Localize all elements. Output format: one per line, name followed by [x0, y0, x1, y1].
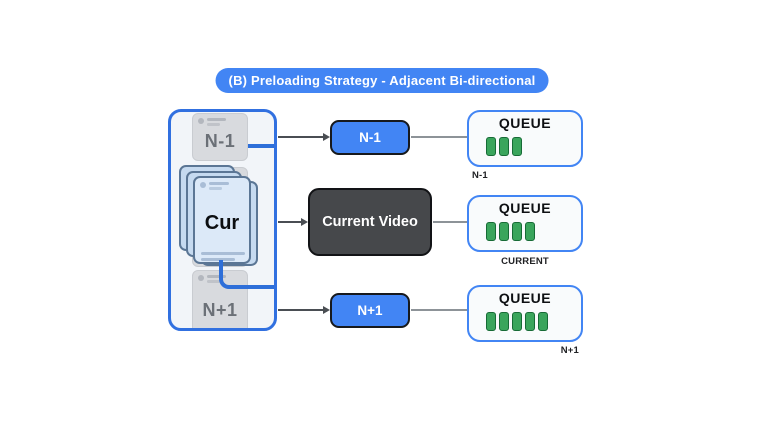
- current-connector-line: [219, 260, 274, 289]
- queue-segment: [486, 222, 496, 241]
- queue-card-current: QUEUE: [467, 195, 583, 252]
- queue-card-prev: QUEUE: [467, 110, 583, 167]
- queue-card-next: QUEUE: [467, 285, 583, 342]
- diagram-title: (B) Preloading Strategy - Adjacent Bi-di…: [215, 68, 549, 93]
- queue-segment: [499, 137, 509, 156]
- queue-segment: [486, 137, 496, 156]
- arrow-to-next-node: [278, 309, 323, 311]
- queue-title: QUEUE: [498, 290, 552, 306]
- placeholder-line: [201, 252, 245, 255]
- prev-video-card: N-1: [192, 113, 248, 161]
- current-video-node: Current Video: [308, 188, 432, 256]
- line-next-to-queue: [411, 309, 467, 311]
- placeholder-line: [207, 118, 226, 121]
- current-card-label: Cur: [204, 212, 240, 234]
- queue-segments: [486, 222, 535, 241]
- arrow-to-prev-node: [278, 136, 323, 138]
- placeholder-line: [209, 182, 229, 185]
- queue-segment: [525, 222, 535, 241]
- placeholder-line: [209, 187, 222, 190]
- queue-caption-next: N+1: [560, 345, 579, 356]
- queue-segments: [486, 137, 522, 156]
- next-card-label: N+1: [202, 300, 238, 320]
- queue-segment: [512, 312, 522, 331]
- arrowhead-icon: [323, 305, 330, 314]
- arrow-to-current-node: [278, 221, 301, 223]
- line-current-to-queue: [433, 221, 467, 223]
- queue-segment: [499, 312, 509, 331]
- queue-title: QUEUE: [498, 200, 552, 216]
- placeholder-line: [207, 280, 220, 283]
- queue-caption-current: CURRENT: [501, 256, 549, 267]
- placeholder-line: [207, 123, 220, 126]
- queue-segment: [525, 312, 535, 331]
- prev-card-label: N-1: [204, 131, 236, 151]
- next-node: N+1: [330, 293, 410, 328]
- queue-segment: [499, 222, 509, 241]
- queue-title: QUEUE: [498, 115, 552, 131]
- current-video-card: Cur: [193, 176, 251, 264]
- queue-segment: [538, 312, 548, 331]
- arrowhead-icon: [323, 132, 330, 141]
- video-feed-panel: N-1 N+1 Cur: [168, 109, 277, 331]
- placeholder-line: [201, 258, 235, 261]
- line-prev-to-queue: [411, 136, 467, 138]
- avatar-icon: [198, 118, 204, 124]
- queue-segment: [486, 312, 496, 331]
- placeholder-line: [207, 275, 226, 278]
- queue-segments: [486, 312, 548, 331]
- avatar-icon: [198, 275, 204, 281]
- avatar-icon: [200, 182, 206, 188]
- queue-segment: [512, 222, 522, 241]
- prev-connector-line: [248, 144, 274, 148]
- queue-segment: [512, 137, 522, 156]
- queue-caption-prev: N-1: [472, 170, 488, 181]
- arrowhead-icon: [301, 217, 308, 226]
- prev-node: N-1: [330, 120, 410, 155]
